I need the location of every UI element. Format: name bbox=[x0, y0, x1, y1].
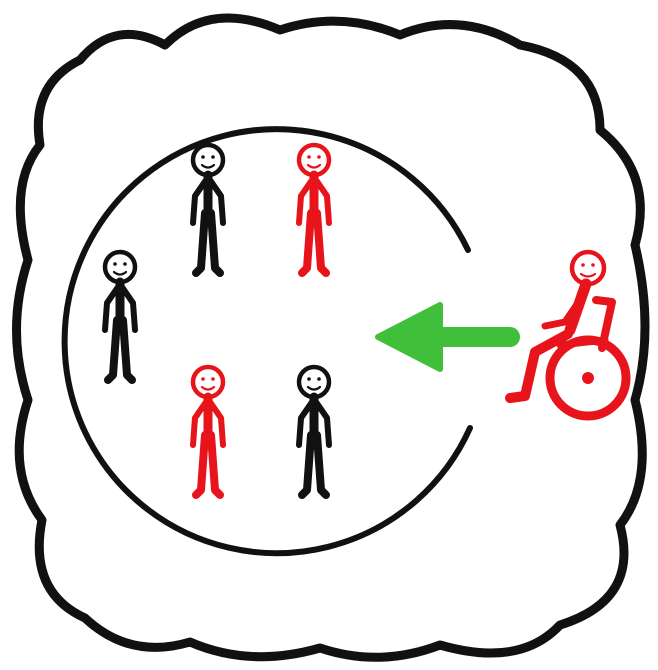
inclusion-pictogram bbox=[0, 0, 658, 670]
